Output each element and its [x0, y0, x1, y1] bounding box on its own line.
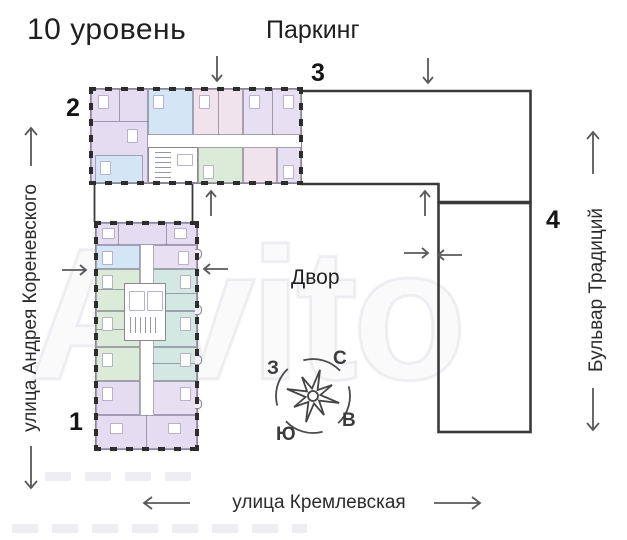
- elevator: [177, 154, 193, 166]
- compass-west-label: З: [267, 358, 279, 379]
- interior-wall: [118, 223, 119, 245]
- furniture-mark: [178, 251, 189, 265]
- wall-ticks: [94, 221, 199, 225]
- building-1-number: 1: [69, 408, 83, 436]
- furniture-mark: [180, 353, 191, 367]
- wall-ticks: [94, 447, 199, 451]
- entrance-down-arrow-icon: [211, 56, 223, 83]
- building-2-plan: [89, 87, 303, 185]
- apartment-unit: [243, 147, 277, 183]
- furniture-mark: [283, 95, 294, 109]
- building-1-plan: [94, 221, 202, 451]
- street-left-down-arrow-icon: [24, 446, 38, 490]
- interior-wall: [272, 89, 273, 135]
- furniture-mark: [153, 95, 164, 109]
- furniture-mark: [180, 275, 191, 289]
- interior-wall: [119, 89, 120, 121]
- interior-wall: [152, 363, 197, 364]
- interior-wall: [96, 289, 124, 290]
- furniture-mark: [180, 387, 191, 401]
- furniture-mark: [283, 165, 294, 179]
- furniture-mark: [168, 423, 181, 434]
- interior-wall: [166, 223, 167, 245]
- apartment-unit: [96, 245, 140, 269]
- elevator: [147, 291, 163, 311]
- interior-wall: [91, 121, 148, 122]
- building-3-outline: [300, 89, 532, 204]
- building-4-number: 4: [546, 206, 560, 234]
- page-title: 10 уровень: [27, 13, 187, 46]
- furniture-mark: [102, 387, 113, 401]
- entrance-left-arrow-icon: [202, 263, 228, 275]
- furniture-mark: [102, 353, 113, 367]
- stairs: [130, 317, 160, 333]
- elevator: [129, 291, 145, 311]
- watermark-row: [45, 472, 195, 481]
- street-bottom-left-arrow-icon: [142, 496, 190, 510]
- wall-ticks: [299, 87, 303, 185]
- entrance-right-arrow-icon: [404, 247, 430, 259]
- entrance-left-arrow-icon: [436, 249, 462, 261]
- furniture-mark: [98, 95, 109, 109]
- courtyard-label: Двор: [291, 266, 340, 289]
- wall-ticks: [89, 87, 303, 91]
- street-label-right: Бульвар Традиций: [586, 208, 607, 372]
- furniture-mark: [102, 228, 115, 239]
- furniture-mark: [102, 275, 113, 289]
- apartment-unit: [95, 155, 143, 183]
- furniture-mark: [110, 423, 123, 434]
- wall-ticks: [94, 221, 98, 451]
- furniture-mark: [203, 165, 214, 179]
- building-3-number: 3: [311, 59, 325, 87]
- watermark-row: [12, 524, 307, 533]
- furniture-mark: [180, 317, 191, 331]
- parking-label: Паркинг: [266, 16, 360, 44]
- entrance-down-arrow-icon: [422, 58, 434, 85]
- compass-north-label: С: [333, 348, 347, 369]
- compass-south-label: Ю: [276, 424, 296, 445]
- building-2-number: 2: [66, 94, 80, 122]
- street-label-left: улица Андрея Кореневского: [20, 184, 41, 432]
- stair-core: [148, 147, 198, 183]
- interior-wall: [146, 415, 147, 449]
- street-label-bottom: улица Кремлевская: [232, 492, 406, 513]
- furniture-mark: [102, 251, 113, 265]
- compass-rose: С З В Ю: [258, 342, 368, 452]
- wall-ticks: [89, 181, 303, 185]
- stair-core: [124, 283, 166, 341]
- furniture-mark: [199, 95, 210, 109]
- furniture-mark: [127, 129, 138, 143]
- building-4-outline: [437, 201, 532, 434]
- apartment-unit: [152, 347, 197, 381]
- compass-east-label: В: [342, 410, 356, 431]
- wall-ticks: [89, 87, 93, 185]
- furniture-mark: [100, 161, 111, 175]
- furniture-mark: [102, 317, 113, 331]
- entrance-right-arrow-icon: [62, 264, 88, 276]
- street-bottom-right-arrow-icon: [434, 496, 482, 510]
- entrance-up-arrow-icon: [205, 189, 217, 216]
- furniture-mark: [174, 228, 187, 239]
- street-left-up-arrow-icon: [24, 126, 38, 166]
- interior-wall: [152, 293, 197, 294]
- street-right-up-arrow-icon: [586, 130, 600, 174]
- compass-star-icon: [275, 358, 351, 434]
- furniture-mark: [249, 95, 260, 109]
- interior-wall: [218, 89, 219, 135]
- stairs: [155, 152, 171, 180]
- apartment-unit: [152, 245, 197, 269]
- entrance-up-arrow-icon: [419, 189, 431, 216]
- street-right-down-arrow-icon: [586, 388, 600, 432]
- wall-ticks: [195, 221, 199, 451]
